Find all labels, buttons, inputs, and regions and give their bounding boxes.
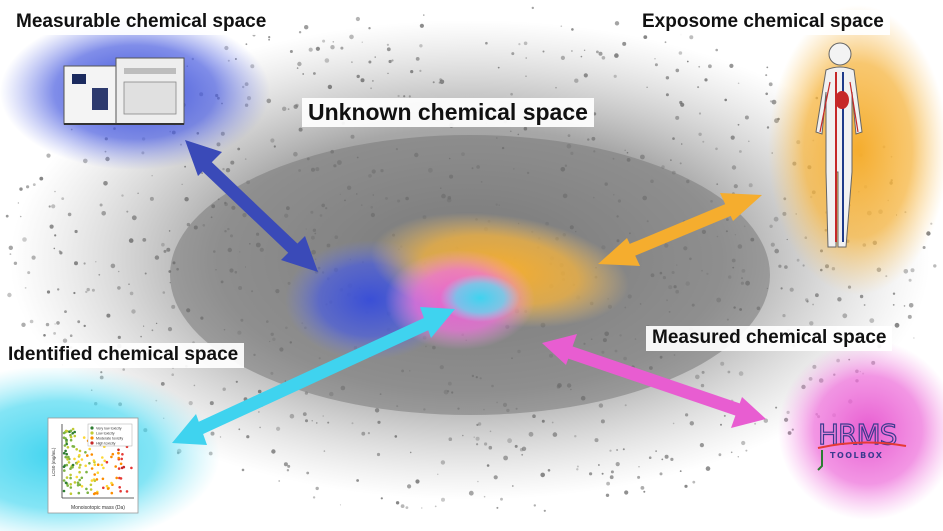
exposome-corner-cloud [768, 5, 943, 295]
exposome-chemical-space-label: Exposome chemical space [636, 10, 890, 35]
plot-xlabel: Monoisotopic mass (Da) [71, 505, 125, 511]
plot-ylabel: LC50 (mg/mL) [51, 447, 56, 476]
scatter-plot-icon: Very low toxicity Low toxicity Moderate … [47, 417, 139, 514]
arrow-identified [172, 307, 455, 445]
arrow-exposome [598, 193, 762, 266]
logo-line2: TOOLBOX [830, 451, 883, 460]
measurable-chemical-space-label: Measurable chemical space [10, 10, 273, 35]
legend-moderate: Moderate toxicity [96, 437, 123, 441]
mass-spectrometer-icon [63, 57, 185, 125]
measured-chemical-space-label: Measured chemical space [646, 326, 893, 351]
unknown-chemical-space-label: Unknown chemical space [302, 98, 594, 128]
hrms-toolbox-logo: HRMS TOOLBOX [817, 417, 907, 471]
arrow-measurable [185, 140, 318, 272]
identified-chemical-space-label: Identified chemical space [2, 343, 245, 368]
legend-low: Low toxicity [96, 432, 115, 436]
legend-very-low: Very low toxicity [96, 427, 122, 431]
arrow-measured [542, 334, 766, 428]
legend-high: High toxicity [96, 442, 116, 446]
measured-corner-cloud [778, 340, 943, 520]
identified-overlap-cloud [440, 274, 520, 322]
human-body-icon [815, 42, 863, 248]
